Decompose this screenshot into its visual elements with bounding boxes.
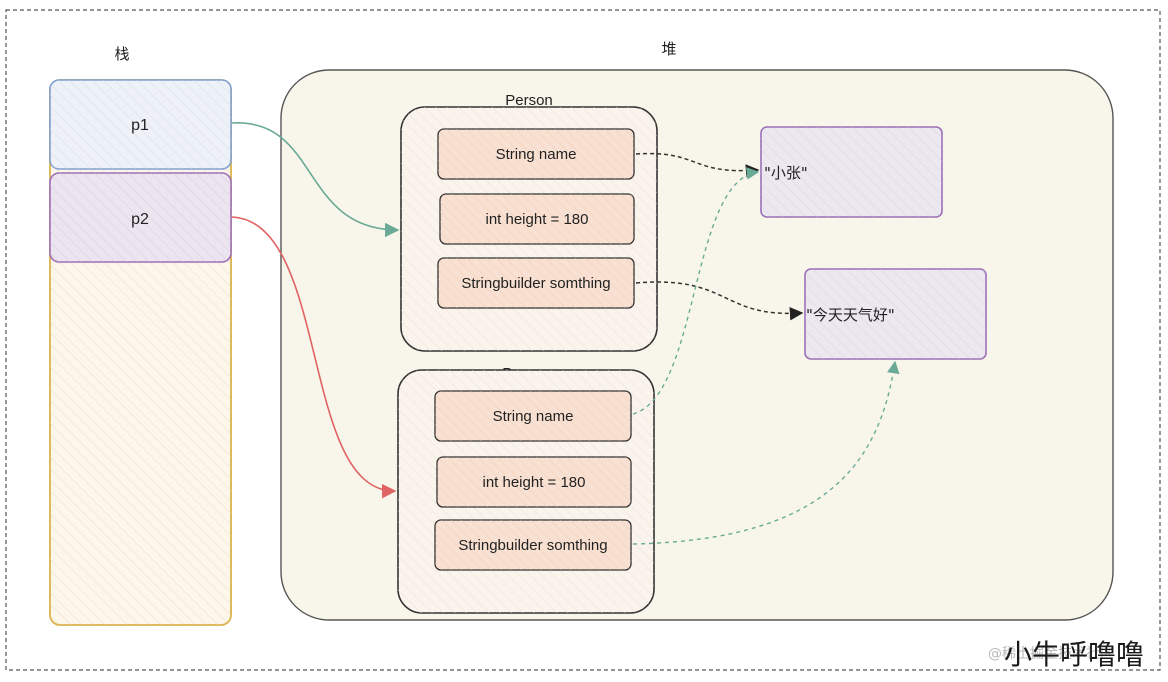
- person-2-field-something-hatch: [435, 520, 631, 570]
- person-object-1: Person String name int height = 180 Stri…: [400, 92, 658, 352]
- p1-hatch: [50, 80, 231, 169]
- person-2-field-name-hatch: [435, 391, 631, 441]
- arrow-p2-to-person-2: [231, 216, 397, 499]
- arrow-p1-to-person-1: [231, 122, 400, 238]
- person-object-2: Person String name int height = 180 Stri…: [397, 365, 655, 614]
- stack-item-p1: p1: [49, 79, 232, 170]
- p2-hatch: [50, 173, 231, 262]
- site-watermark: @稀土掘金技术社区: [988, 646, 1114, 662]
- stack-region: 栈 p1 p2: [49, 45, 232, 626]
- value-xiaozhang-hatch: [761, 127, 942, 217]
- stack-label: 栈: [114, 45, 129, 63]
- value-weather-hatch: [805, 269, 986, 359]
- value-xiaozhang-label: "小张": [764, 164, 808, 182]
- arrow-p1-something-to-weather: [635, 281, 804, 321]
- person-1-field-height: int height = 180: [485, 211, 588, 228]
- person-1-field-name-hatch: [438, 129, 634, 179]
- person-1-field-something-hatch: [438, 258, 634, 308]
- person-2-field-height-hatch: [437, 457, 631, 507]
- p1-label: p1: [131, 117, 149, 134]
- heap-label: 堆: [661, 40, 676, 58]
- p2-label: p2: [131, 211, 149, 228]
- author-signature: 小牛呼噜噜: [1004, 638, 1144, 671]
- person-1-field-something: Stringbuilder somthing: [461, 275, 610, 292]
- outer-frame: [5, 9, 1161, 671]
- arrow-p2-something-to-weather: [632, 360, 900, 545]
- value-weather: "今天天气好": [804, 268, 987, 360]
- stack-item-p2: p2: [49, 172, 232, 263]
- value-weather-label: "今天天气好": [806, 306, 895, 324]
- person-2-field-height: int height = 180: [482, 474, 585, 491]
- person-1-title: Person: [505, 92, 553, 109]
- value-xiaozhang: "小张": [760, 126, 943, 218]
- person-2-field-something: Stringbuilder somthing: [458, 537, 607, 554]
- heap-region: 堆 Person String name int height = 180 St…: [280, 40, 1114, 621]
- person-1-field-name: String name: [496, 146, 577, 163]
- person-1-field-height-hatch: [440, 194, 634, 244]
- person-2-field-name: String name: [493, 408, 574, 425]
- reference-arrows: [231, 122, 900, 545]
- arrow-p2-name-to-xiaozhang: [632, 167, 760, 415]
